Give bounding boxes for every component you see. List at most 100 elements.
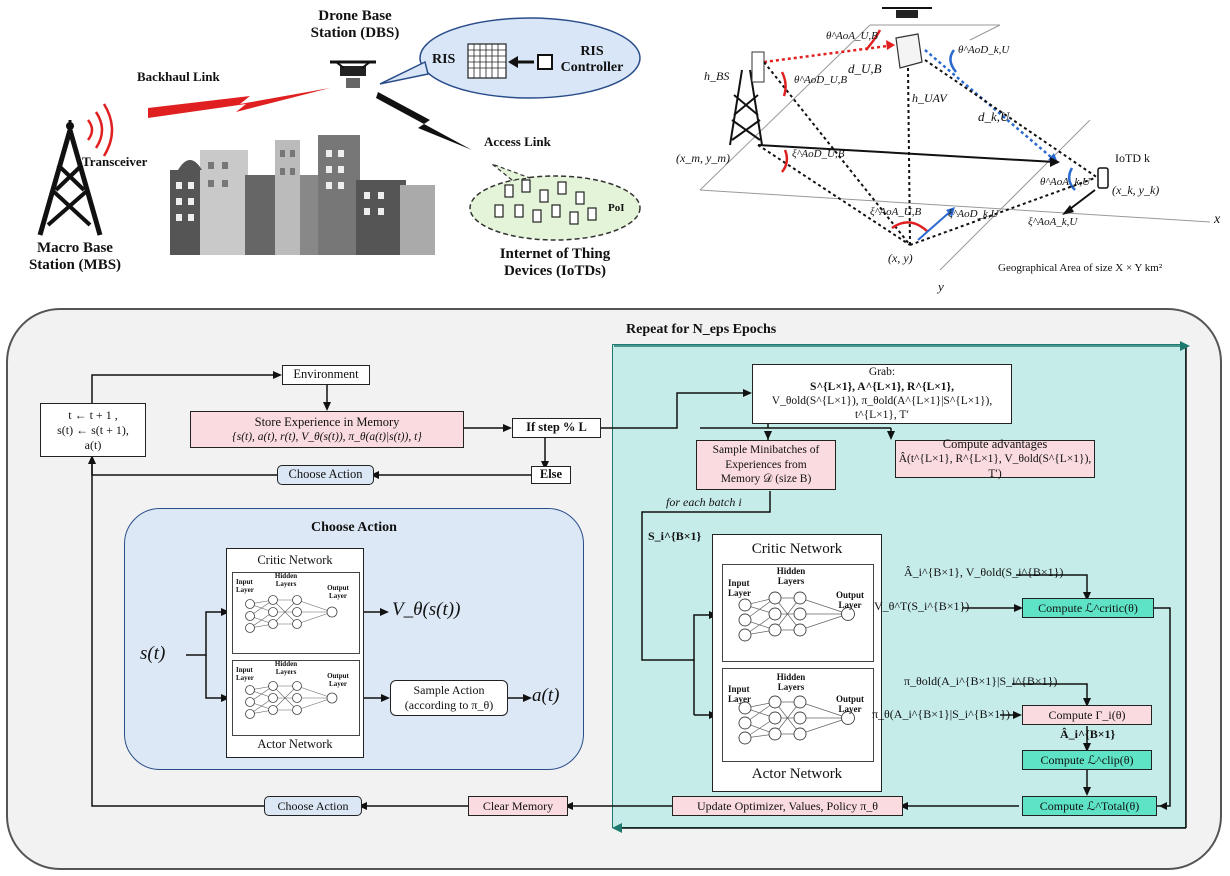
repeat-title: Repeat for N_eps Epochs bbox=[626, 322, 777, 337]
epoch-panel bbox=[612, 344, 1186, 828]
left-critic-hidden-label: Hidden Layers bbox=[274, 572, 298, 589]
iotd-k: IoTD k bbox=[1115, 151, 1150, 165]
if-step-box: If step % L bbox=[512, 418, 601, 438]
geometry-diagram bbox=[699, 7, 1211, 271]
right-critic-hidden-label: Hidden Layers bbox=[776, 566, 806, 587]
dbs-label: Drone Base Station (DBS) bbox=[310, 8, 400, 42]
xm-ym: (x_m, y_m) bbox=[676, 151, 730, 165]
xi-aoa-ub: ξ^AoA_U,B bbox=[870, 206, 922, 218]
right-critic-title: Critic Network bbox=[751, 541, 843, 557]
xi-aoa-ku: ξ^AoA_k,U bbox=[1028, 216, 1078, 228]
xk-yk: (x_k, y_k) bbox=[1112, 183, 1160, 197]
else-box: Else bbox=[531, 466, 571, 484]
left-critic-net bbox=[232, 572, 360, 654]
left-actor-hidden-label: Hidden Layers bbox=[274, 660, 298, 677]
update-optimizer-box: Update Optimizer, Values, Policy π_θ bbox=[672, 796, 903, 816]
choose-action-top-button[interactable]: Choose Action bbox=[277, 465, 374, 485]
ris-controller-icon bbox=[537, 54, 553, 70]
ris-label: RIS bbox=[432, 52, 456, 67]
xi-aod-ku: ξ^AoD_k,U bbox=[948, 208, 999, 220]
environment-box: Environment bbox=[282, 365, 370, 385]
right-actor-net bbox=[722, 668, 874, 762]
d-ku: d_k,U bbox=[978, 109, 1010, 124]
bs-tower-icon bbox=[729, 69, 763, 146]
for-each-batch: for each batch i bbox=[666, 495, 742, 509]
compute-critic-box: Compute ℒ^critic(θ) bbox=[1022, 598, 1154, 618]
access-link-label: Access Link bbox=[484, 134, 551, 149]
theta-aoa-ub: θ^AoA_U,B bbox=[826, 30, 878, 42]
compute-total-box: Compute ℒ^Total(θ) bbox=[1022, 796, 1157, 816]
sample-action-box: Sample Action (according to π_θ) bbox=[390, 680, 508, 716]
choose-action-panel-title: Choose Action bbox=[311, 520, 397, 535]
transceiver-label: Transceiver bbox=[82, 154, 148, 169]
store-title: Store Experience in Memory bbox=[254, 414, 400, 429]
compute-clip-box: Compute ℒ^clip(θ) bbox=[1022, 750, 1152, 770]
uav-ris-panel bbox=[895, 33, 923, 69]
right-critic-output-label: Output Layer bbox=[835, 590, 864, 611]
backhaul-label: Backhaul Link bbox=[137, 69, 220, 84]
poi-label: PoI bbox=[608, 202, 625, 214]
left-actor-net bbox=[232, 660, 360, 736]
iotd-k-icon bbox=[1097, 167, 1109, 189]
mbs-label: Macro Base Station (MBS) bbox=[28, 240, 122, 274]
left-critic-title: Critic Network bbox=[257, 553, 333, 567]
a-t-label: a(t) bbox=[532, 685, 560, 706]
choose-action-bottom-button[interactable]: Choose Action bbox=[264, 796, 362, 816]
advantages-formula: Â(t^{L×1}, R^{L×1}, V_θold(S^{L×1}), T′) bbox=[898, 453, 1092, 480]
right-actor-title: Actor Network bbox=[751, 766, 843, 782]
left-critic-input-label: Input Layer bbox=[236, 578, 254, 595]
area-label: Geographical Area of size X × Y km² bbox=[998, 262, 1163, 274]
city-buildings-icon bbox=[170, 135, 435, 255]
v-theta-T-label: V_θ^T(S_i^{B×1}) bbox=[874, 599, 970, 613]
xy-label: (x, y) bbox=[888, 251, 913, 265]
a-hat-v-old-label: Â_i^{B×1}, V_θold(S_i^{B×1}) bbox=[904, 565, 1064, 579]
left-actor-title: Actor Network bbox=[257, 737, 333, 751]
pi-theta-label: π_θ(A_i^{B×1}|S_i^{B×1}) bbox=[872, 707, 1011, 721]
s-t-label: s(t) bbox=[140, 643, 166, 664]
h-uav: h_UAV bbox=[912, 91, 947, 105]
left-critic-graph bbox=[249, 599, 333, 629]
right-critic-graph bbox=[744, 597, 849, 636]
store-experience-box: Store Experience in Memory {s(t), a(t), … bbox=[190, 411, 464, 448]
compute-gamma-box: Compute Γ_i(θ) bbox=[1022, 705, 1152, 725]
mbs-tower-icon bbox=[37, 103, 114, 236]
a-hat-i-label: Â_i^{B×1} bbox=[1060, 727, 1116, 741]
x-axis: x bbox=[1214, 212, 1221, 227]
left-critic-output-label: Output Layer bbox=[327, 584, 349, 601]
right-networks-box bbox=[712, 534, 882, 792]
drone-icon bbox=[330, 60, 376, 88]
grab-title: Grab: bbox=[868, 366, 896, 379]
theta-aod-ku: θ^AoD_k,U bbox=[958, 44, 1010, 56]
compute-advantages-title: Compute advantages bbox=[942, 436, 1048, 451]
right-actor-output-label: Output Layer bbox=[835, 694, 864, 715]
update-t-box: t ← t + 1 , s(t) ← s(t + 1), a(t) bbox=[40, 403, 146, 457]
right-actor-input-label: Input Layer bbox=[728, 684, 751, 705]
grab-line2: V_θold(S^{L×1}), π_θold(A^{L×1}|S^{L×1})… bbox=[771, 395, 993, 422]
s-i-label: S_i^{B×1} bbox=[648, 529, 702, 543]
grab-box: Grab: S^{L×1}, A^{L×1}, R^{L×1}, V_θold(… bbox=[752, 364, 1012, 424]
iot-device-icons bbox=[494, 179, 597, 225]
right-critic-net bbox=[722, 564, 874, 662]
left-actor-output-label: Output Layer bbox=[327, 672, 349, 689]
iotd-label: Internet of Thing Devices (IoTDs) bbox=[499, 246, 611, 280]
pi-old-label: π_θold(A_i^{B×1}|S_i^{B×1}) bbox=[904, 674, 1058, 688]
right-actor-hidden-label: Hidden Layers bbox=[776, 672, 806, 693]
backhaul-link-icon bbox=[148, 88, 330, 118]
h-bs: h_BS bbox=[704, 69, 730, 83]
right-critic-input-label: Input Layer bbox=[728, 578, 751, 599]
sample-minibatches-box: Sample Minibatches of Experiences from M… bbox=[696, 440, 836, 490]
uav-drone-icon bbox=[882, 7, 932, 18]
bs-antenna-panel bbox=[751, 51, 765, 83]
store-formula: {s(t), a(t), r(t), V_θ(s(t)), π_θ(a(t)|s… bbox=[232, 431, 422, 444]
y-axis: y bbox=[938, 279, 944, 294]
left-actor-graph bbox=[249, 685, 333, 715]
theta-aoa-ku: θ^AoA_k,U bbox=[1040, 176, 1091, 188]
access-link-icon bbox=[376, 92, 472, 150]
clear-memory-box: Clear Memory bbox=[468, 796, 568, 816]
compute-advantages-box: Compute advantages Â(t^{L×1}, R^{L×1}, V… bbox=[895, 436, 1095, 480]
ris-controller-label: RIS Controller bbox=[560, 44, 624, 76]
right-actor-graph bbox=[744, 701, 849, 739]
xi-aod-ub: ξ^AoD_U,B bbox=[792, 148, 845, 160]
